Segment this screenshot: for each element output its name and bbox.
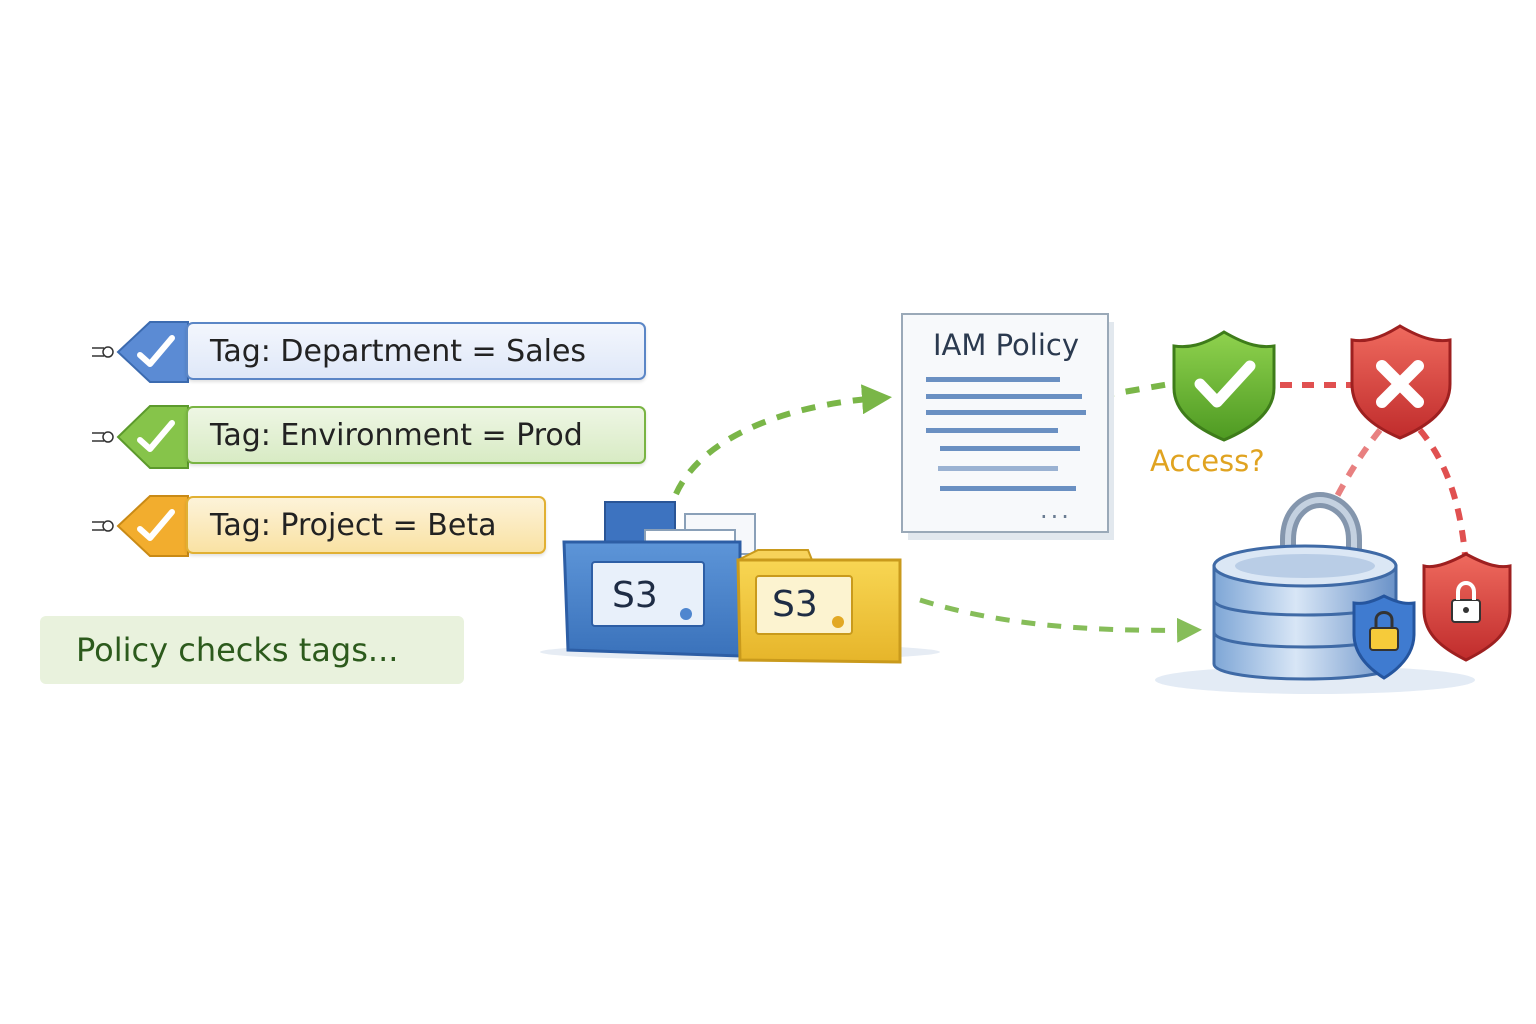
padlock-icon bbox=[1280, 491, 1362, 572]
tag-head-green bbox=[92, 405, 189, 469]
x-shield-icon bbox=[1350, 324, 1452, 440]
policy-note-text: Policy checks tags... bbox=[76, 631, 399, 669]
tag-department: Tag: Department = Sales bbox=[186, 322, 646, 380]
tag-environment-label: Tag: Environment = Prod bbox=[210, 417, 583, 453]
policy-document bbox=[901, 313, 1114, 540]
lock-shield-icon bbox=[1352, 594, 1416, 680]
policy-note: Policy checks tags... bbox=[40, 616, 464, 684]
s3-bucket-blue bbox=[562, 501, 756, 658]
tag-project-label: Tag: Project = Beta bbox=[210, 507, 497, 543]
arrow-buckets-to-database bbox=[919, 597, 1202, 643]
database-icon bbox=[1212, 544, 1398, 681]
tag-head-orange bbox=[92, 495, 189, 557]
s3-bucket-blue-label: S3 bbox=[612, 575, 658, 616]
link-deny-to-lock bbox=[1417, 428, 1468, 556]
s3-bucket-yellow-label: S3 bbox=[772, 584, 818, 625]
policy-footer: ... bbox=[1040, 496, 1072, 524]
s3-bucket-yellow bbox=[736, 549, 902, 664]
link-deny-to-database bbox=[1327, 428, 1383, 512]
arrow-buckets-to-policy bbox=[673, 384, 892, 496]
tag-environment: Tag: Environment = Prod bbox=[186, 406, 646, 464]
tag-department-label: Tag: Department = Sales bbox=[210, 333, 587, 369]
check-shield-icon bbox=[1172, 330, 1276, 442]
policy-title: IAM Policy bbox=[932, 328, 1080, 362]
deny-lock-shield-icon bbox=[1422, 552, 1512, 662]
tag-project: Tag: Project = Beta bbox=[186, 496, 546, 554]
tag-head-blue bbox=[92, 321, 189, 383]
access-label: Access? bbox=[1150, 444, 1265, 478]
